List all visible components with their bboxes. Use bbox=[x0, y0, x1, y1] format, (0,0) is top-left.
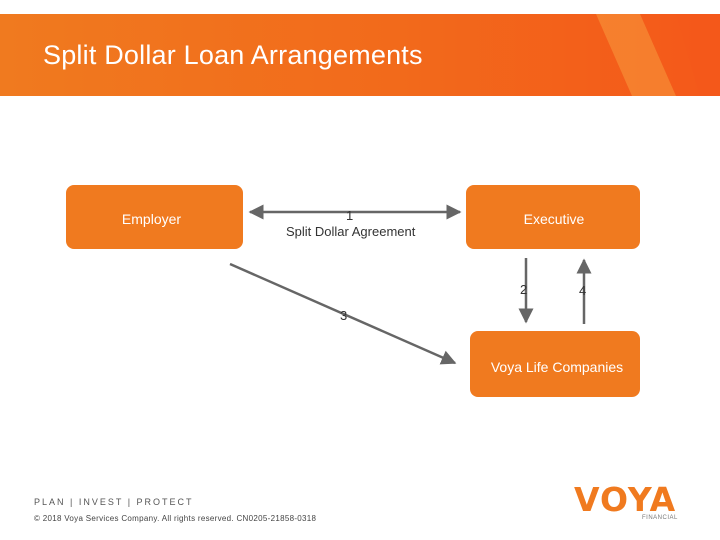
step-4-number: 4 bbox=[579, 283, 587, 298]
logo-word: VOYA bbox=[574, 480, 677, 519]
step-2-number: 2 bbox=[520, 282, 528, 297]
copyright-text: © 2018 Voya Services Company. All rights… bbox=[34, 514, 317, 523]
voya-life-label: Voya Life Companies bbox=[490, 359, 624, 375]
step-3-number: 3 bbox=[340, 308, 348, 323]
header-banner bbox=[0, 14, 720, 96]
logo-sub: FINANCIAL bbox=[642, 515, 678, 521]
agreement-label: Split Dollar Agreement bbox=[286, 224, 416, 239]
footer-tagline: PLAN | INVEST | PROTECT bbox=[34, 497, 194, 507]
employer-label: Employer bbox=[121, 211, 182, 227]
header-decoration bbox=[596, 14, 720, 96]
arrow-3 bbox=[229, 262, 457, 365]
voya-life-node: Voya Life Companies bbox=[470, 331, 640, 397]
page-title: Split Dollar Loan Arrangements bbox=[43, 40, 423, 70]
executive-label: Executive bbox=[523, 211, 585, 227]
executive-node: Executive bbox=[466, 185, 640, 249]
voya-logo: VOYA FINANCIAL bbox=[574, 482, 684, 527]
employer-node: Employer bbox=[66, 185, 243, 249]
step-1-number: 1 bbox=[346, 208, 354, 223]
